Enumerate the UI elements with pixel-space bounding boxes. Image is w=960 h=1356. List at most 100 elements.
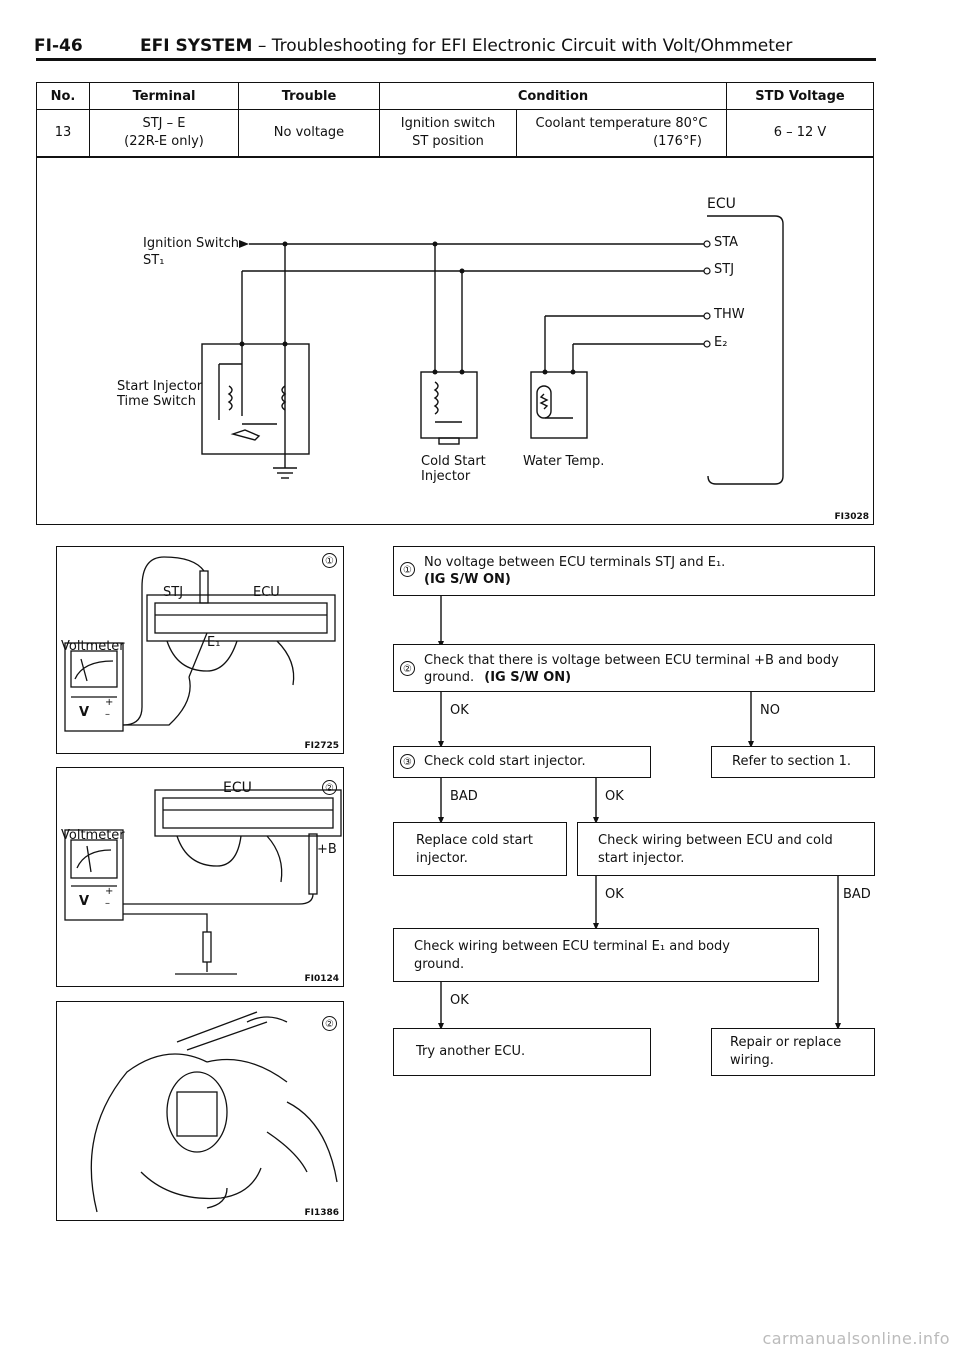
step-2-box: ② Check that there is voltage between EC… <box>393 644 875 692</box>
replace-injector-box: Replace cold start injector. <box>393 822 567 876</box>
refer-text: Refer to section 1. <box>732 754 852 769</box>
cell-std-voltage: 6 – 12 V <box>726 109 874 157</box>
check-wiring-line2: start injector. <box>598 851 685 866</box>
table-header-row: No. Terminal Trouble Condition STD Volta… <box>36 82 874 110</box>
injector-label: Injector <box>421 469 471 484</box>
try-another-ecu-box: Try another ECU. <box>393 1028 651 1076</box>
figure-2: ECU ② Voltmeter +B V + – FI0124 <box>56 767 344 987</box>
fig2-v: V <box>79 894 90 909</box>
pin-sta: STA <box>714 235 739 250</box>
ok-2: OK <box>605 789 624 804</box>
step2-ig-on: (IG S/W ON) <box>484 670 572 685</box>
watermark: carmanualsonline.info <box>762 1329 950 1348</box>
pin-stj: STJ <box>714 262 735 277</box>
water-temp-label: Water Temp. <box>523 454 605 469</box>
bad-2: BAD <box>843 887 871 902</box>
fig2-minus: – <box>105 898 110 909</box>
cell-trouble: No voltage <box>238 109 380 157</box>
condition-a1: Ignition switch <box>400 116 496 132</box>
fig1-stj: STJ <box>163 585 184 600</box>
bad-1: BAD <box>450 789 478 804</box>
fig1-id: FI2725 <box>304 741 339 751</box>
step2-num: ② <box>400 661 415 676</box>
condition-a2: ST position <box>412 134 484 149</box>
circuit-diagram: ECU Ignition Switch ST₁ Start Injector T… <box>36 157 874 525</box>
condition-b1: Coolant temperature 80°C <box>535 116 708 132</box>
check-e1-line2: ground. <box>414 957 465 972</box>
page-number: FI-46 <box>34 36 83 56</box>
col-terminal: Terminal <box>89 82 239 110</box>
fig2-b: +B <box>317 842 337 857</box>
fig1-voltmeter: Voltmeter <box>61 639 125 654</box>
step3-num: ③ <box>400 754 415 769</box>
repair-line2: wiring. <box>730 1053 774 1068</box>
page-title: EFI SYSTEM – Troubleshooting for EFI Ele… <box>140 36 792 56</box>
figure-2-drawing <box>64 789 342 975</box>
fig1-minus: – <box>105 709 110 720</box>
section-subtitle: – Troubleshooting for EFI Electronic Cir… <box>257 36 793 56</box>
step3-text: Check cold start injector. <box>424 754 586 769</box>
ok-1: OK <box>450 703 469 718</box>
terminal-line2: (22R-E only) <box>124 134 204 149</box>
step2-line1: Check that there is voltage between ECU … <box>424 653 839 668</box>
header-rule <box>36 58 876 61</box>
step1-line2: (IG S/W ON) <box>424 572 511 587</box>
fig1-number: ① <box>322 553 337 568</box>
fig2-number: ② <box>322 780 337 795</box>
pin-thw: THW <box>714 307 745 322</box>
col-condition: Condition <box>379 82 727 110</box>
fig1-plus: + <box>105 697 114 708</box>
figure-1-drawing <box>64 556 336 732</box>
fig1-e1: E₁ <box>207 635 221 650</box>
replace-line2: injector. <box>416 851 468 866</box>
check-wiring-line1: Check wiring between ECU and cold <box>598 833 833 848</box>
step-3-box: ③ Check cold start injector. <box>393 746 651 778</box>
fig3-number: ② <box>322 1016 337 1031</box>
cell-no: 13 <box>36 109 90 157</box>
condition-b2: (176°F) <box>653 134 702 149</box>
start-injector-label: Start Injector <box>117 379 203 394</box>
fig2-ecu: ECU <box>223 780 252 796</box>
spec-table: No. Terminal Trouble Condition STD Volta… <box>36 82 874 157</box>
fig3-id: FI1386 <box>304 1208 339 1218</box>
cell-condition-a: Ignition switch ST position <box>379 109 517 157</box>
replace-line1: Replace cold start <box>416 833 533 848</box>
cell-condition-b: Coolant temperature 80°C (176°F) <box>516 109 727 157</box>
no-1: NO <box>760 703 780 718</box>
ok-3: OK <box>605 887 624 902</box>
refer-section-box: Refer to section 1. <box>711 746 875 778</box>
st1-label: ST₁ <box>143 253 165 268</box>
table-row: 13 STJ – E (22R-E only) No voltage Ignit… <box>36 109 874 157</box>
fig1-ecu: ECU <box>253 585 280 600</box>
circuit-ecu-label: ECU <box>707 196 736 212</box>
circuit-wiring <box>201 215 784 485</box>
fig2-plus: + <box>105 886 114 897</box>
circuit-fig-id: FI3028 <box>834 512 869 522</box>
time-switch-label: Time Switch <box>117 394 196 409</box>
section-name: EFI SYSTEM <box>140 36 253 56</box>
cold-start-label: Cold Start <box>421 454 486 469</box>
figure-1: ① STJ ECU E₁ Voltmeter V + – FI2725 <box>56 546 344 754</box>
ignition-switch-label: Ignition Switch <box>143 236 239 251</box>
fig2-id: FI0124 <box>304 974 339 984</box>
terminal-line1: STJ – E <box>142 116 186 132</box>
step1-num: ① <box>400 562 415 577</box>
check-wiring-box: Check wiring between ECU and cold start … <box>577 822 875 876</box>
figure-3: ② FI1386 <box>56 1001 344 1221</box>
figure-3-drawing <box>90 1011 338 1213</box>
step2-ground: ground. <box>424 670 475 685</box>
pin-e2: E₂ <box>714 335 728 350</box>
fig2-voltmeter: Voltmeter <box>61 828 125 843</box>
fig1-v: V <box>79 705 90 720</box>
step1-line1: No voltage between ECU terminals STJ and… <box>424 555 726 570</box>
check-e1-box: Check wiring between ECU terminal E₁ and… <box>393 928 819 982</box>
ok-4: OK <box>450 993 469 1008</box>
cell-terminal: STJ – E (22R-E only) <box>89 109 239 157</box>
step-1-box: ① No voltage between ECU terminals STJ a… <box>393 546 875 596</box>
check-e1-line1: Check wiring between ECU terminal E₁ and… <box>414 939 730 954</box>
step2-line2: ground. (IG S/W ON) <box>424 670 571 685</box>
try-ecu-text: Try another ECU. <box>416 1044 526 1059</box>
repair-wiring-box: Repair or replace wiring. <box>711 1028 875 1076</box>
repair-line1: Repair or replace <box>730 1035 842 1050</box>
